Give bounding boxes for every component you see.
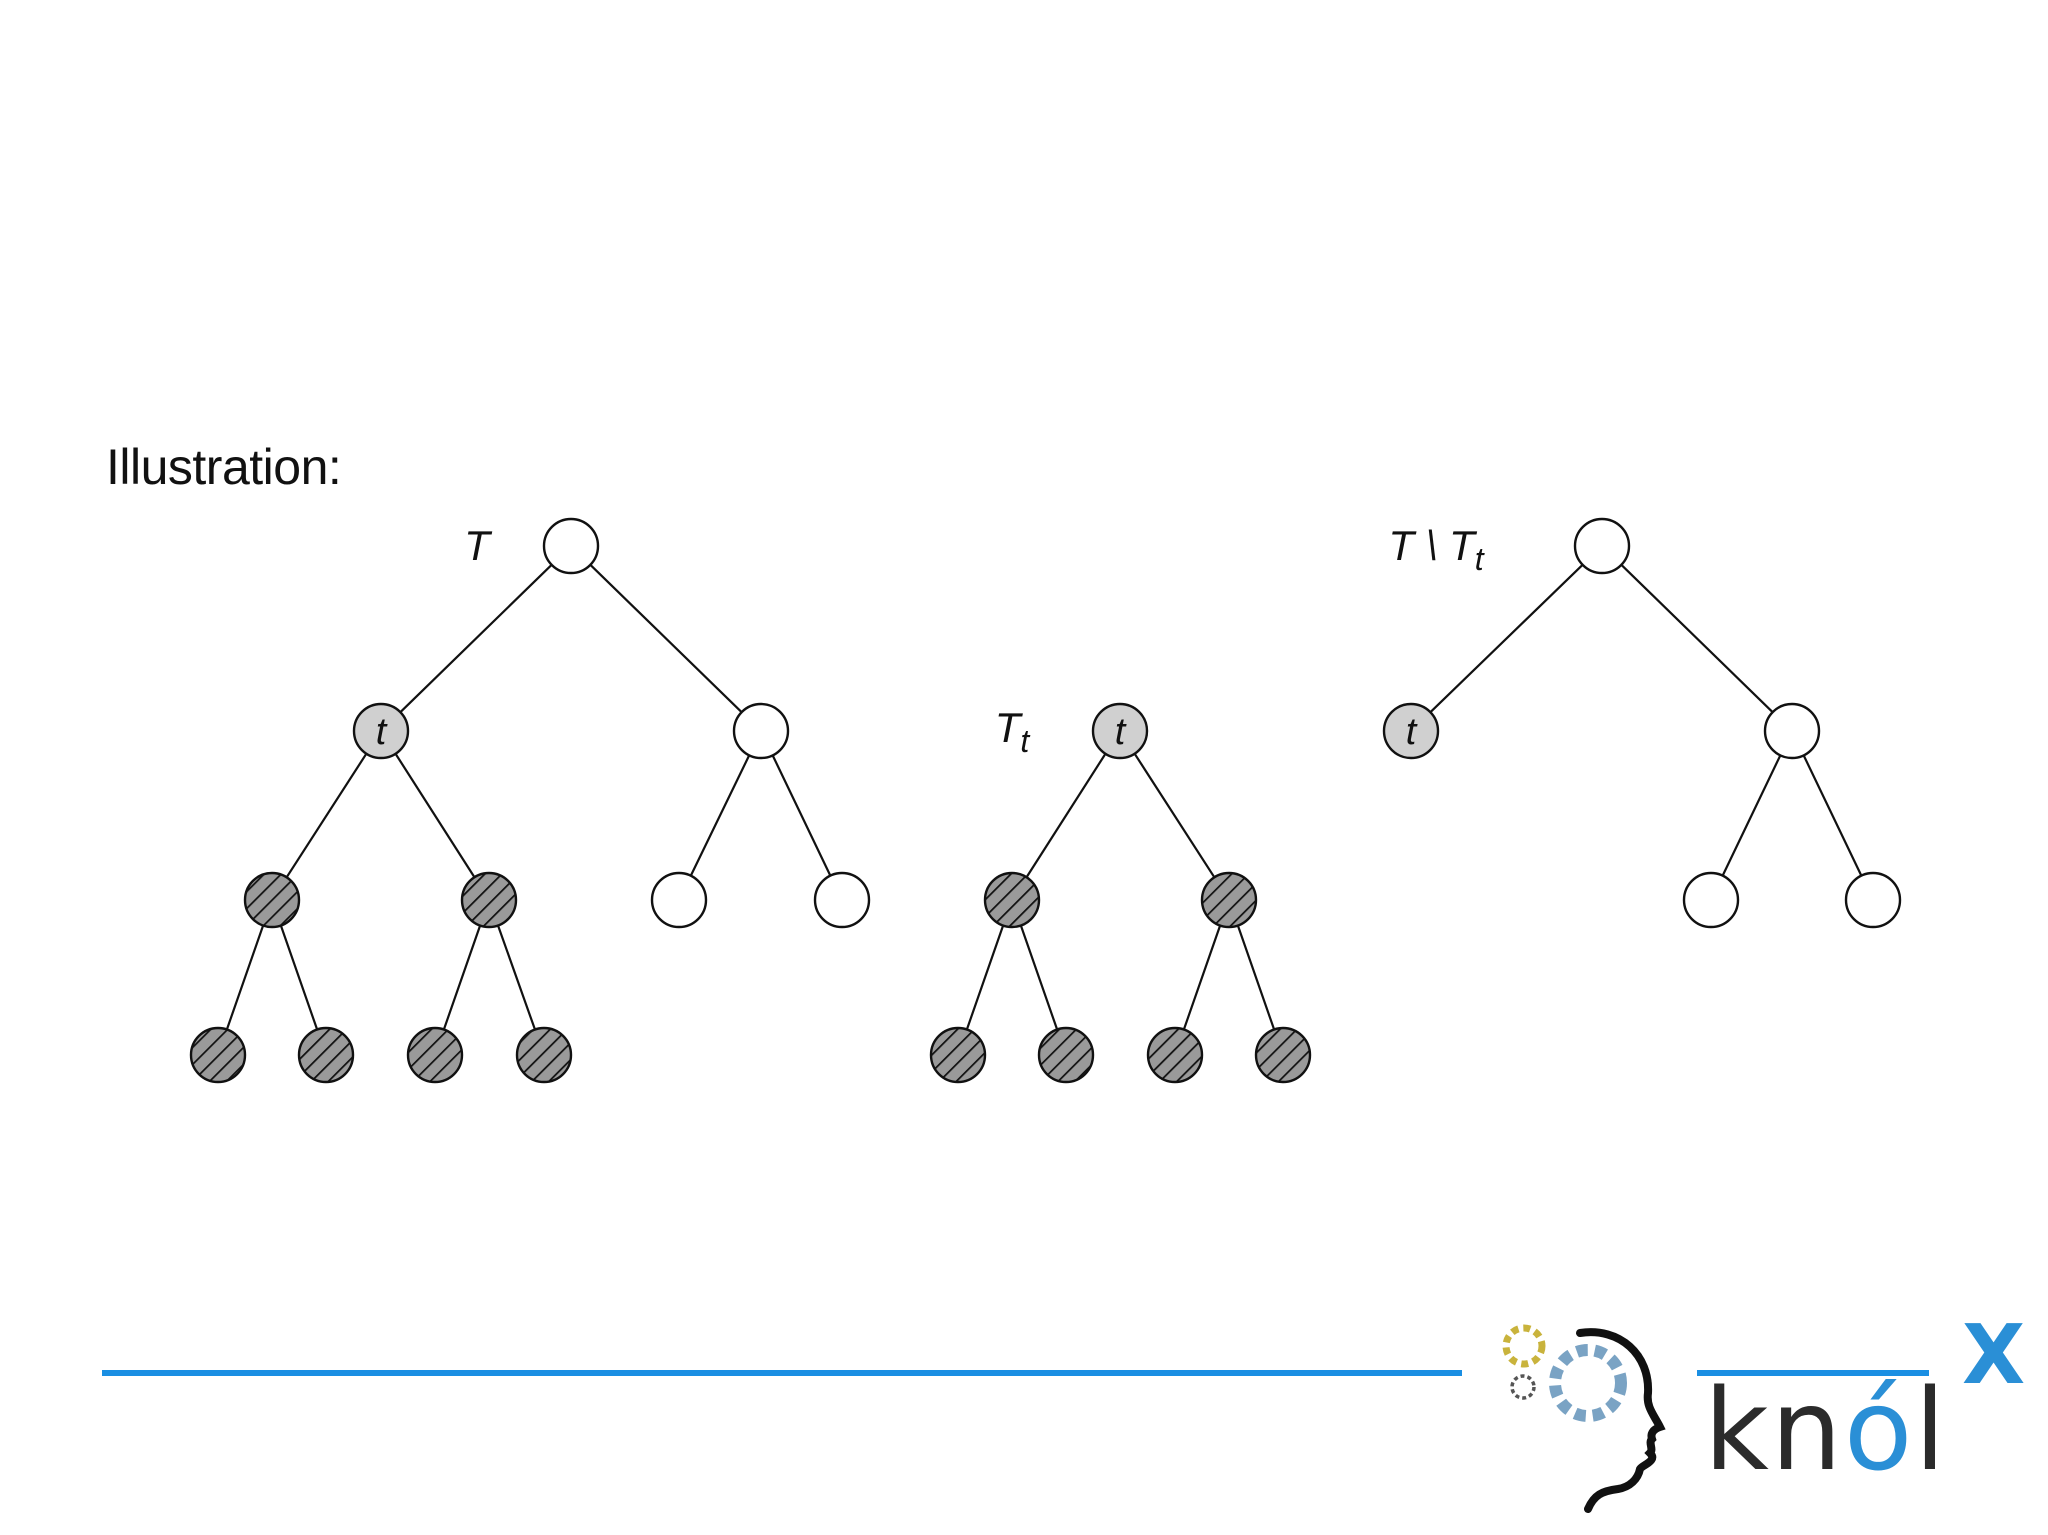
tree-1: tT: [189, 517, 871, 1084]
footer-divider-left: [102, 1370, 1462, 1376]
tree-edge: [496, 925, 537, 1030]
tree-edge: [279, 925, 319, 1030]
node-label: t: [1115, 711, 1127, 753]
tree-node-white: [650, 871, 708, 929]
tree-node-hatched: [460, 871, 518, 929]
tree-node-hatched: [1146, 1026, 1204, 1084]
tree-edge: [1429, 563, 1584, 714]
tree-3: t T \ Tt: [1382, 517, 1902, 929]
tree-node-hatched: [929, 1026, 987, 1084]
tree-node-hatched: [1254, 1026, 1312, 1084]
tree-node-white: [1844, 871, 1902, 929]
tree-label: Tt: [995, 704, 1031, 759]
tree-node-hatched: [243, 871, 301, 929]
tree-node-hatched: [189, 1026, 247, 1084]
tree-label: T \ Tt: [1388, 522, 1484, 577]
tree-node-hatched: [1200, 871, 1258, 929]
tree-node-white: [1573, 517, 1631, 575]
tree-node-hatched: [515, 1026, 573, 1084]
tree-edge: [1236, 925, 1276, 1030]
tree-edge: [442, 925, 482, 1030]
tree-edge: [1620, 564, 1774, 713]
tree-edge: [1133, 753, 1216, 878]
tree-edge: [1025, 753, 1107, 878]
tree-node-white: [813, 871, 871, 929]
tree-edge: [965, 925, 1005, 1030]
logo-head-gears-icon: [1502, 1324, 1666, 1513]
tree-edge: [399, 564, 553, 713]
tree-edge: [1802, 754, 1863, 877]
logo-wordmark: knól: [1704, 1366, 1948, 1496]
knolx-logo: knól X: [1490, 1315, 2030, 1515]
tree-edge: [1019, 925, 1059, 1030]
node-label: t: [1406, 711, 1418, 753]
tree-edge: [589, 564, 743, 713]
tree-edge: [285, 753, 368, 878]
tree-edge: [771, 754, 832, 877]
tree-label: T: [464, 522, 493, 569]
tree-node-white: [542, 517, 600, 575]
tree-node-hatched: [1037, 1026, 1095, 1084]
tree-node-hatched: [406, 1026, 464, 1084]
slide-title: Illustration:: [106, 439, 342, 495]
tree-node-gray: [352, 702, 410, 760]
footer-divider-right: [1697, 1370, 1929, 1376]
tree-2: t Tt: [929, 702, 1312, 1084]
logo-superscript: X: [1962, 1308, 2026, 1403]
tree-edge: [689, 754, 751, 877]
tree-node-white: [1763, 702, 1821, 760]
tree-edge: [1721, 754, 1782, 877]
tree-node-gray: [1091, 702, 1149, 760]
tree-node-white: [1682, 871, 1740, 929]
tree-node-hatched: [983, 871, 1041, 929]
tree-node-white: [732, 702, 790, 760]
tree-edge: [394, 753, 476, 878]
tree-edge: [225, 925, 265, 1030]
tree-node-hatched: [297, 1026, 355, 1084]
tree-edge: [1182, 925, 1222, 1030]
node-label: t: [376, 711, 388, 753]
tree-node-gray: [1382, 702, 1440, 760]
